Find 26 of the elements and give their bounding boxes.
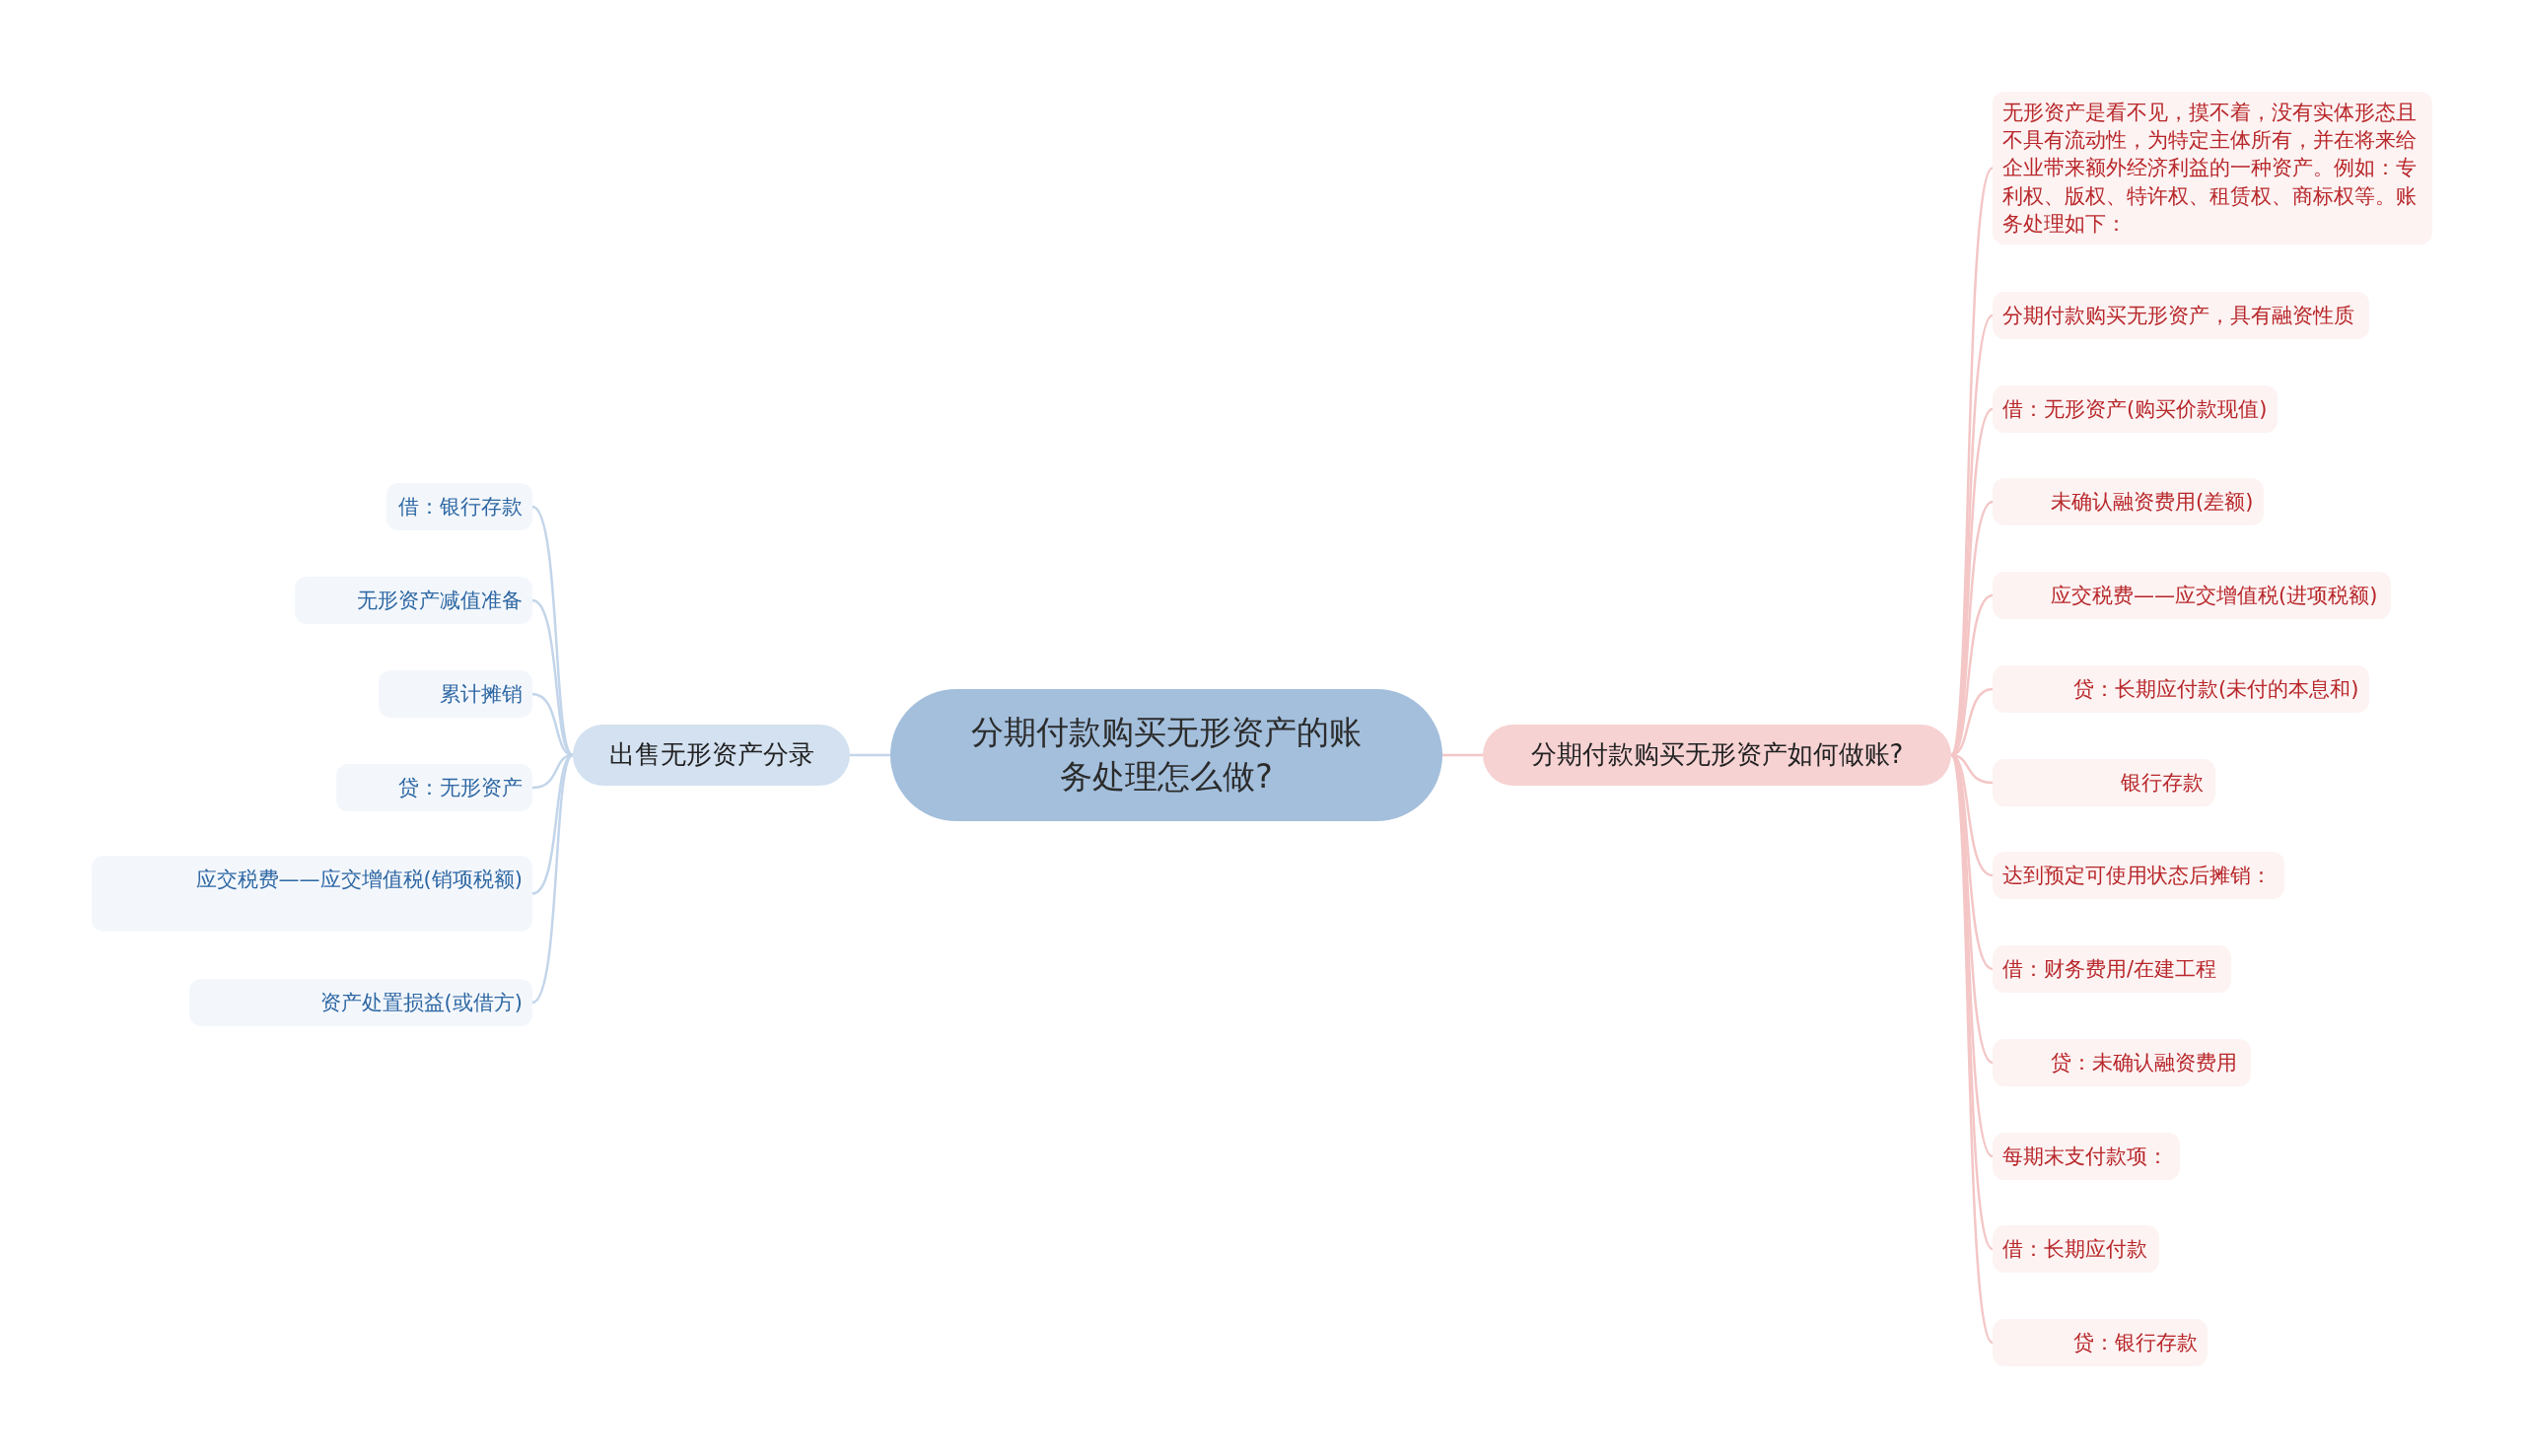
leaf-topic: 资产处置损益(或借方) bbox=[189, 979, 532, 1026]
leaf-topic: 应交税费——应交增值税(销项税额) bbox=[92, 856, 532, 932]
leaf-topic: 无形资产是看不见，摸不着，没有实体形态且不具有流动性，为特定主体所有，并在将来给企业带来额外经济利益的一种资产。例如：专利权、版权、特许权、租赁权、商标权等。账务处理如下： bbox=[1993, 92, 2432, 244]
leaf-topic: 达到预定可使用状态后摊销： bbox=[1993, 852, 2284, 899]
leaf-topic: 贷：银行存款 bbox=[1993, 1319, 2208, 1366]
leaf-topic: 借：无形资产(购买价款现值) bbox=[1993, 385, 2278, 433]
connector-line bbox=[1442, 753, 1483, 757]
leaf-topic: 贷：无形资产 bbox=[336, 764, 532, 811]
connector-line bbox=[1949, 754, 1995, 1344]
leaf-topic: 无形资产减值准备 bbox=[295, 577, 532, 624]
branch-topic: 出售无形资产分录 bbox=[573, 725, 850, 786]
branch-topic: 分期付款购买无形资产如何做账? bbox=[1483, 725, 1951, 786]
leaf-topic: 每期末支付款项： bbox=[1993, 1133, 2180, 1180]
leaf-topic: 借：财务费用/在建工程 bbox=[1993, 945, 2231, 993]
leaf-topic: 累计摊销 bbox=[379, 670, 532, 718]
leaf-topic: 贷：未确认融资费用 bbox=[1993, 1039, 2251, 1086]
leaf-topic: 未确认融资费用(差额) bbox=[1993, 478, 2264, 525]
leaf-topic: 应交税费——应交增值税(进项税额) bbox=[1993, 572, 2391, 619]
leaf-topic: 借：长期应付款 bbox=[1993, 1225, 2159, 1273]
leaf-topic: 银行存款 bbox=[1993, 759, 2215, 806]
connector-line bbox=[850, 753, 890, 757]
leaf-topic: 分期付款购买无形资产，具有融资性质 bbox=[1993, 292, 2369, 339]
leaf-topic: 贷：长期应付款(未付的本息和) bbox=[1993, 665, 2369, 713]
leaf-topic: 借：银行存款 bbox=[386, 483, 532, 530]
connector-line bbox=[531, 754, 574, 1004]
central-topic: 分期付款购买无形资产的账务处理怎么做? bbox=[890, 689, 1442, 821]
